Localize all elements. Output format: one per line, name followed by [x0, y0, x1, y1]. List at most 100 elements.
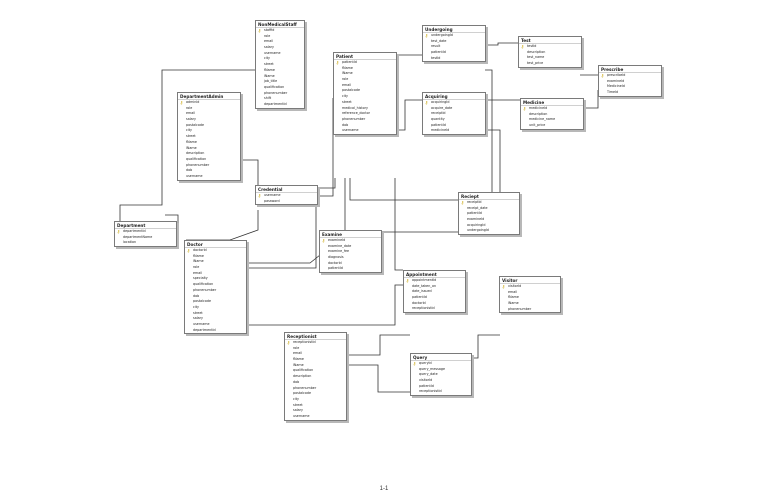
- table-column: dob: [285, 380, 346, 386]
- table-column: receptionistId: [411, 389, 471, 395]
- column-name: departmentId: [193, 327, 216, 332]
- column-name: medicineId: [529, 106, 548, 110]
- table-title: Reciept: [459, 193, 519, 200]
- key-icon: ⚷: [413, 361, 416, 366]
- relationship-line: [316, 178, 336, 189]
- table-column: postalcode: [285, 391, 346, 397]
- column-name: role: [193, 265, 200, 270]
- column-name: medical_history: [342, 105, 368, 110]
- column-name: TimeId: [607, 90, 619, 95]
- table-column: test_date: [423, 39, 485, 45]
- relationship-line: [240, 159, 259, 185]
- column-name: phonenumber: [342, 116, 366, 121]
- table-column: query_date: [411, 372, 471, 378]
- column-name: phonenumber: [193, 287, 217, 292]
- table-column: patientId: [404, 295, 465, 301]
- column-name: doctorId: [412, 300, 426, 305]
- column-name: patientId: [342, 60, 357, 64]
- table-column: salary: [256, 45, 304, 51]
- column-name: dob: [293, 379, 300, 384]
- relationship-line: [245, 254, 321, 264]
- column-name: street: [264, 62, 274, 67]
- table-column: examineId: [599, 79, 661, 85]
- column-name: acquiringId: [467, 222, 486, 227]
- column-name: fName: [342, 65, 353, 70]
- column-name: email: [342, 82, 352, 87]
- column-name: receptionistId: [419, 389, 442, 394]
- table-column: street: [334, 100, 396, 106]
- column-name: examineId: [328, 238, 346, 242]
- table-column: medicine_name: [521, 117, 583, 123]
- table-column: postalcode: [178, 123, 240, 129]
- column-name: reference_doctor: [342, 111, 370, 116]
- table-column: street: [285, 403, 346, 409]
- column-name: city: [193, 304, 199, 309]
- column-name: date_issued: [412, 289, 432, 294]
- column-name: username: [264, 193, 281, 197]
- column-name: medicine_name: [529, 117, 556, 122]
- column-name: shift: [264, 96, 272, 101]
- column-name: query_message: [419, 366, 445, 371]
- column-name: salary: [293, 408, 303, 413]
- column-name: description: [529, 111, 548, 116]
- column-name: street: [293, 402, 303, 407]
- key-icon: ⚷: [336, 60, 339, 65]
- table-column: ⚷queryId: [411, 361, 471, 367]
- column-name: lName: [186, 145, 197, 150]
- table-column: examine_date: [320, 244, 381, 250]
- table-column: receiptId: [423, 111, 485, 117]
- table-column: ⚷receptionistId: [285, 340, 346, 346]
- key-icon: ⚷: [425, 100, 428, 105]
- column-name: password: [264, 198, 280, 203]
- column-name: street: [342, 99, 352, 104]
- table-column: doctorId: [320, 261, 381, 267]
- column-name: MedicineId: [607, 84, 625, 89]
- table-column: username: [334, 128, 396, 134]
- table-title: Credential: [256, 186, 317, 193]
- column-name: email: [508, 289, 518, 294]
- column-name: city: [342, 94, 348, 99]
- column-name: result: [431, 44, 441, 49]
- table-column: username: [256, 51, 304, 57]
- column-name: fName: [186, 139, 197, 144]
- table-column: username: [178, 174, 240, 180]
- column-name: qualification: [264, 84, 285, 89]
- column-name: examine_date: [328, 243, 352, 248]
- column-name: role: [342, 77, 349, 82]
- table-column: role: [334, 77, 396, 83]
- table-title: Test: [519, 37, 581, 44]
- table-column: ⚷departmentId: [115, 229, 176, 235]
- column-name: doctorId: [328, 260, 342, 265]
- column-name: prescribeId: [607, 73, 626, 77]
- table-column: lName: [334, 71, 396, 77]
- table-column: email: [500, 290, 560, 296]
- key-icon: ⚷: [258, 28, 261, 33]
- table-column: salary: [285, 408, 346, 414]
- key-icon: ⚷: [461, 200, 464, 205]
- table-column: reference_doctor: [334, 111, 396, 117]
- table-column: patientId: [459, 211, 519, 217]
- column-name: city: [264, 56, 270, 61]
- column-name: queryId: [419, 361, 432, 365]
- table-title: Receptionist: [285, 333, 346, 340]
- table-column: ⚷patientId: [334, 60, 396, 66]
- table-title: Query: [411, 354, 471, 361]
- column-name: medicineId: [431, 128, 450, 133]
